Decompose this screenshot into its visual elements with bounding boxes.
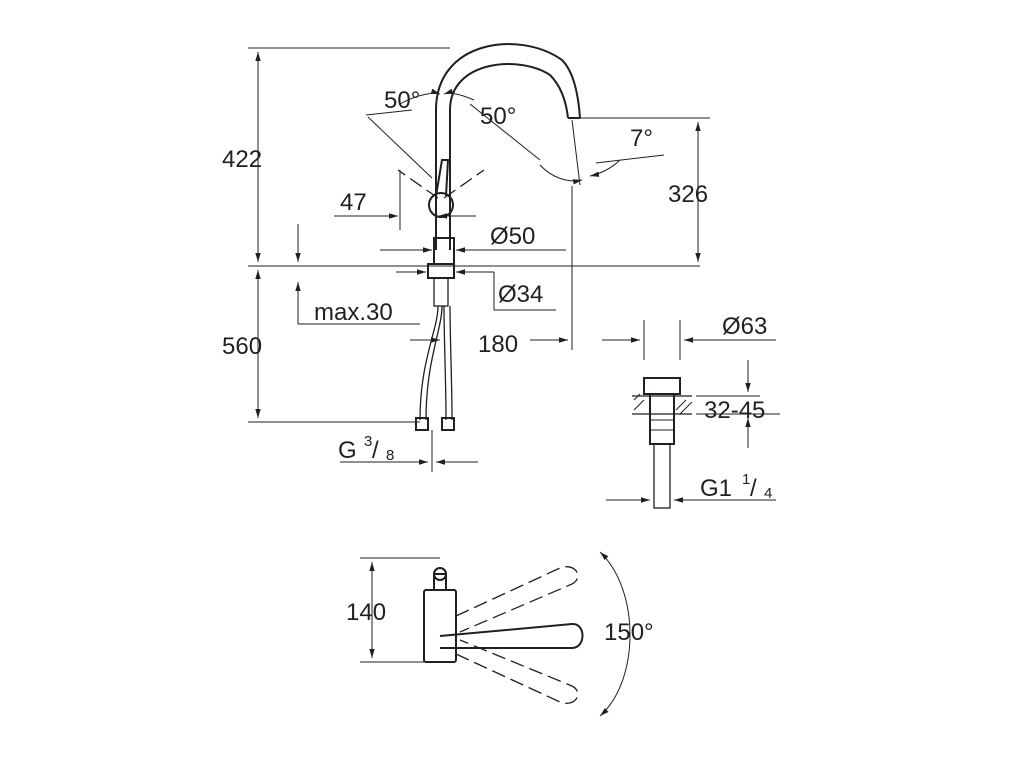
label-140: 140 [346,599,386,626]
dim-50deg [365,88,541,179]
label-g114-g: G1 [700,475,732,502]
label-422: 422 [222,146,262,173]
label-47: 47 [340,189,367,216]
hose-right-b [449,305,453,421]
spout-outer [435,43,581,250]
label-dia63: Ø63 [722,313,767,340]
label-50deg-left: 50° [384,87,420,114]
dim-g38 [340,430,478,472]
label-326: 326 [668,181,708,208]
label-g38-num: 3 [364,433,372,450]
label-7deg: 7° [630,125,653,152]
dim-47 [334,170,476,230]
spout-inner [449,63,569,250]
dim-180 [410,186,573,350]
label-50deg-right: 50° [480,103,516,130]
label-g114-den: 4 [764,485,772,502]
dim-32-45 [696,360,780,448]
dim-max30 [295,224,420,325]
dim-422 [248,47,450,262]
label-g38-den: 8 [386,447,394,464]
dim-326 [580,117,710,262]
dim-dia34 [396,269,556,311]
dim-7deg [539,119,665,186]
dim-560 [248,270,420,423]
label-560: 560 [222,333,262,360]
label-150deg: 150° [604,619,654,646]
label-32-45: 32-45 [704,397,765,424]
lever-dashed-left [397,169,439,199]
hose-left-b [425,305,443,421]
hose-right [443,305,447,421]
plan-view [360,551,631,717]
lever-handle [435,159,450,197]
label-g114-num: 1 [742,471,750,488]
hose-left [419,305,439,421]
shank [433,277,449,307]
label-max30: max.30 [314,299,393,326]
label-180: 180 [478,331,518,358]
lever-dashed-right [443,169,485,199]
label-g114-slash: / [750,475,757,502]
label-g38-slash: / [372,437,379,464]
label-g38-g: G [338,437,357,464]
hose-end-left [415,417,429,431]
label-dia34: Ø34 [498,281,543,308]
waste-valve [632,320,693,509]
label-dia50: Ø50 [490,223,535,250]
hose-end-right [441,417,455,431]
faucet-elevation [397,43,581,431]
